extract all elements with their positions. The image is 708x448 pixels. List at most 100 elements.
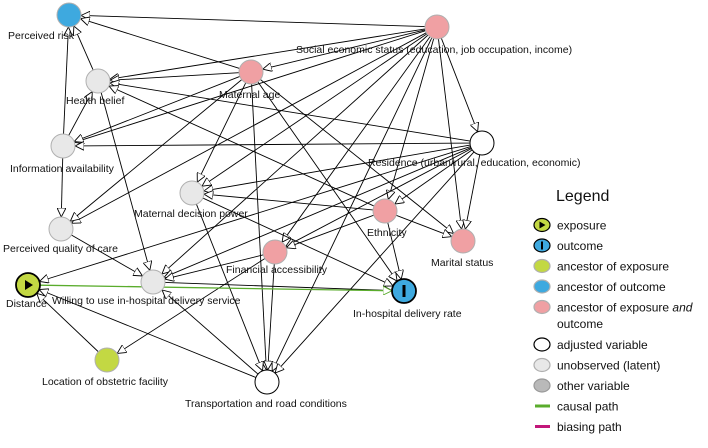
edge-ses-to-marital bbox=[438, 38, 461, 228]
legend-swatch bbox=[533, 378, 551, 393]
legend-label-emphasis: and bbox=[672, 301, 692, 315]
node-label: Perceived quality of care bbox=[3, 243, 118, 255]
node-circle bbox=[56, 2, 82, 28]
edge-ses-to-pqc bbox=[72, 32, 427, 223]
edge-ses-to-info_avail bbox=[75, 30, 426, 142]
legend-label: adjusted variable bbox=[557, 338, 648, 352]
edge-pqc-to-willing bbox=[71, 234, 141, 276]
edge-residence-to-marital bbox=[465, 154, 481, 228]
node-health-belief: Health belief bbox=[66, 68, 124, 107]
legend-label-line2: outcome bbox=[557, 317, 603, 331]
node-ethnicity: Ethnicity bbox=[367, 198, 407, 239]
node-ses: Social economic status (education, job o… bbox=[296, 14, 572, 56]
node-label: Perceived risk bbox=[8, 30, 75, 42]
edge-ses-to-finacc bbox=[283, 36, 431, 242]
play-icon bbox=[539, 221, 546, 229]
edge-ethnicity-to-health_belief bbox=[110, 86, 375, 207]
node-pqc: Perceived quality of care bbox=[3, 216, 118, 255]
legend-item-ancestor-both: ancestor of exposure and outcome bbox=[533, 299, 693, 331]
play-icon bbox=[25, 280, 33, 290]
legend-swatch bbox=[533, 337, 551, 352]
node-circle bbox=[238, 59, 264, 85]
legend-title: Legend bbox=[556, 188, 609, 205]
legend-label: ancestor of outcome bbox=[557, 280, 666, 294]
edge-residence-to-mdp bbox=[205, 144, 471, 191]
edge-info_avail-to-pqc bbox=[61, 157, 62, 216]
edge-ses-to-residence bbox=[440, 38, 477, 131]
edge-ethnicity-to-ihdr bbox=[387, 222, 401, 279]
edge-transport-to-willing bbox=[163, 291, 259, 375]
node-circle bbox=[469, 130, 495, 156]
edge-location-to-distance bbox=[37, 294, 99, 353]
node-residence: Residence (urban/rural, education, econo… bbox=[368, 130, 580, 169]
node-label: Marital status bbox=[431, 257, 493, 269]
edge-maternal_age-to-pqc bbox=[71, 79, 243, 221]
edge-info_avail-to-health_belief bbox=[68, 92, 92, 136]
edge-ses-to-transport bbox=[273, 37, 433, 370]
node-distance: Distance bbox=[6, 272, 47, 310]
node-finacc: Financial accessibility bbox=[226, 239, 328, 276]
edge-ses-to-ethnicity bbox=[389, 38, 435, 199]
node-label: Residence (urban/rural, education, econo… bbox=[368, 157, 580, 169]
edge-mdp-to-transport bbox=[196, 203, 262, 370]
edge-ses-to-perceived_risk bbox=[82, 15, 426, 28]
node-info-avail: Information availability bbox=[10, 133, 115, 175]
node-label: Willing to use in-hospital delivery serv… bbox=[52, 295, 241, 307]
legend-label: unobserved (latent) bbox=[557, 359, 660, 373]
edge-health_belief-to-willing bbox=[100, 92, 149, 270]
node-circle bbox=[450, 228, 476, 254]
legend-swatch bbox=[533, 357, 551, 373]
edge-ses-to-health_belief bbox=[111, 28, 426, 79]
bar-icon bbox=[541, 241, 543, 250]
node-circle bbox=[140, 269, 166, 295]
edges-layer bbox=[37, 15, 481, 378]
node-label: Distance bbox=[6, 298, 47, 310]
edge-maternal_age-to-info_avail bbox=[75, 75, 240, 141]
legend-item-outcome: outcome bbox=[533, 238, 603, 253]
node-transport: Transportation and road conditions bbox=[185, 369, 347, 410]
legend-label-part: ancestor of exposure bbox=[557, 301, 672, 315]
node-circle bbox=[424, 14, 450, 40]
edge-residence-to-finacc bbox=[287, 148, 472, 246]
legend-label: ancestor of exposure bbox=[557, 260, 669, 274]
legend-item-causal-path: causal path bbox=[535, 400, 618, 414]
legend-item-biasing-path: biasing path bbox=[535, 420, 622, 434]
node-label: In-hospital delivery rate bbox=[353, 308, 462, 320]
edge-residence-to-willing bbox=[165, 147, 472, 277]
edge-maternal_age-to-marital bbox=[260, 79, 452, 232]
node-label: Maternal decision power bbox=[134, 208, 248, 220]
node-label: Health belief bbox=[66, 95, 124, 107]
legend-item-exposure: exposure bbox=[533, 217, 607, 233]
bar-icon bbox=[402, 285, 406, 297]
node-circle bbox=[262, 239, 288, 265]
legend-item-ancestor-exposure: ancestor of exposure bbox=[533, 258, 669, 274]
node-circle bbox=[94, 347, 120, 373]
edge-residence-to-ethnicity bbox=[396, 149, 473, 204]
node-label: Social economic status (education, job o… bbox=[296, 44, 572, 56]
edge-health_belief-to-perceived_risk bbox=[74, 27, 94, 71]
node-label: Information availability bbox=[10, 163, 115, 175]
legend-item-ancestor-outcome: ancestor of outcome bbox=[533, 279, 666, 294]
edge-ethnicity-to-marital bbox=[396, 214, 451, 236]
node-circle bbox=[372, 198, 398, 224]
edge-mdp-to-ihdr bbox=[202, 197, 392, 286]
node-location: Location of obstetric facility bbox=[42, 347, 169, 388]
node-circle bbox=[179, 180, 205, 206]
node-ihdr: In-hospital delivery rate bbox=[353, 278, 462, 320]
edge-finacc-to-location bbox=[118, 258, 266, 352]
edge-ses-to-mdp bbox=[203, 33, 428, 186]
legend-swatch bbox=[533, 258, 551, 274]
node-label: Financial accessibility bbox=[226, 264, 328, 276]
node-circle bbox=[85, 68, 111, 94]
node-circle bbox=[48, 216, 74, 242]
legend-label: outcome bbox=[557, 239, 603, 253]
edge-ses-to-maternal_age bbox=[264, 29, 426, 69]
legend-item-adjusted: adjusted variable bbox=[533, 337, 648, 352]
legend-label: biasing path bbox=[557, 420, 622, 434]
node-circle bbox=[254, 369, 280, 395]
node-label: Transportation and road conditions bbox=[185, 398, 347, 410]
edge-distance-to-ihdr bbox=[39, 284, 391, 291]
node-marital: Marital status bbox=[431, 228, 493, 269]
